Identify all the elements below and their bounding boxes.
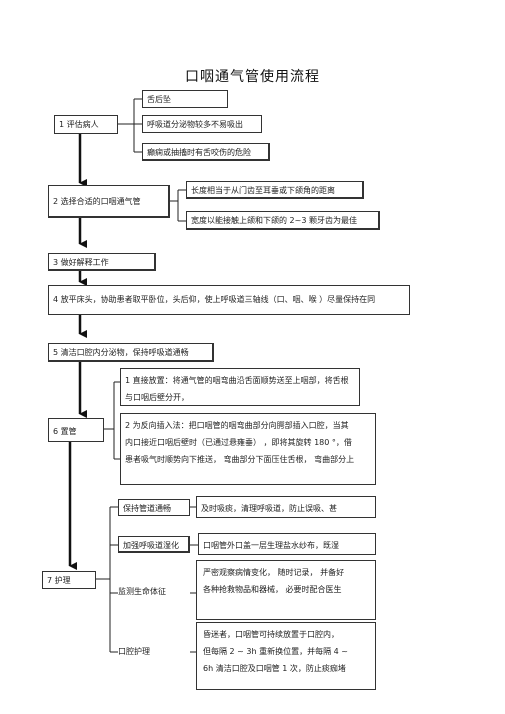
step7-box: 7 护理 xyxy=(42,571,96,589)
step6-method1: 1 直接放置：将通气管的咽弯曲沿舌面顺势送至上咽部，将舌根 与口咽后壁分开， xyxy=(120,368,360,406)
step3-label: 3 做好解释工作 xyxy=(53,258,109,267)
care-item-label-3: 口腔护理 xyxy=(118,647,150,656)
step5-label: 5 清洁口腔内分泌物，保持呼吸道通畅 xyxy=(53,348,189,357)
step1-box: 1 评估病人 xyxy=(54,115,118,134)
step1-item-1: 呼吸道分泌物较多不易吸出 xyxy=(142,115,262,133)
step1-label: 1 评估病人 xyxy=(59,120,99,129)
care-item-detail-1: 口咽管外口盖一层生理盐水纱布，既湿 xyxy=(198,533,376,555)
step4-box: 4 放平床头，协助患者取平卧位，头后仰，使上呼吸道三轴线（口、咽、喉 ）尽量保持… xyxy=(48,285,410,315)
page-title: 口咽通气管使用流程 xyxy=(185,69,320,85)
step6-label: 6 置管 xyxy=(53,427,77,436)
step2-label: 2 选择合适的口咽通气管 xyxy=(53,197,141,206)
step6-box: 6 置管 xyxy=(48,418,104,442)
care-item-detail-2: 严密观察病情变化， 随时记录， 并备好 各种抢救物品和器械， 必要时配合医生 xyxy=(196,560,376,620)
step7-label: 7 护理 xyxy=(47,576,71,585)
step2-item-0: 长度相当于从门齿至耳垂或下颌角的距离 xyxy=(186,181,364,199)
step3-box: 3 做好解释工作 xyxy=(48,253,156,271)
step1-item-0: 舌后坠 xyxy=(142,90,228,108)
step2-item-1: 宽度以能接触上颌和下颌的 2~3 颗牙齿为最佳 xyxy=(186,211,380,230)
care-item-label-2: 监测生命体征 xyxy=(118,587,166,596)
step6-method2: 2 为反向插入法：把口咽管的咽弯曲部分向腭部插入口腔，当其 内口接近口咽后壁时（… xyxy=(120,413,376,485)
step2-box: 2 选择合适的口咽通气管 xyxy=(48,185,170,218)
step4-label: 4 放平床头，协助患者取平卧位，头后仰，使上呼吸道三轴线（口、咽、喉 ）尽量保持… xyxy=(53,295,376,304)
step5-box: 5 清洁口腔内分泌物，保持呼吸道通畅 xyxy=(48,343,214,362)
care-item-detail-0: 及时吸痰，清理呼吸道，防止误吸、甚 xyxy=(196,496,376,518)
step1-item-2: 癫痫或抽搐时有舌咬伤的危险 xyxy=(142,143,270,161)
care-item-label-1: 加强呼吸道湿化 xyxy=(118,536,190,553)
care-item-detail-3: 昏迷者，口咽管可持续放置于口腔内， 但每隔 2 ~ 3h 重新换位置，并每隔 4… xyxy=(196,622,376,690)
care-item-label-0: 保持管道通畅 xyxy=(118,499,190,516)
